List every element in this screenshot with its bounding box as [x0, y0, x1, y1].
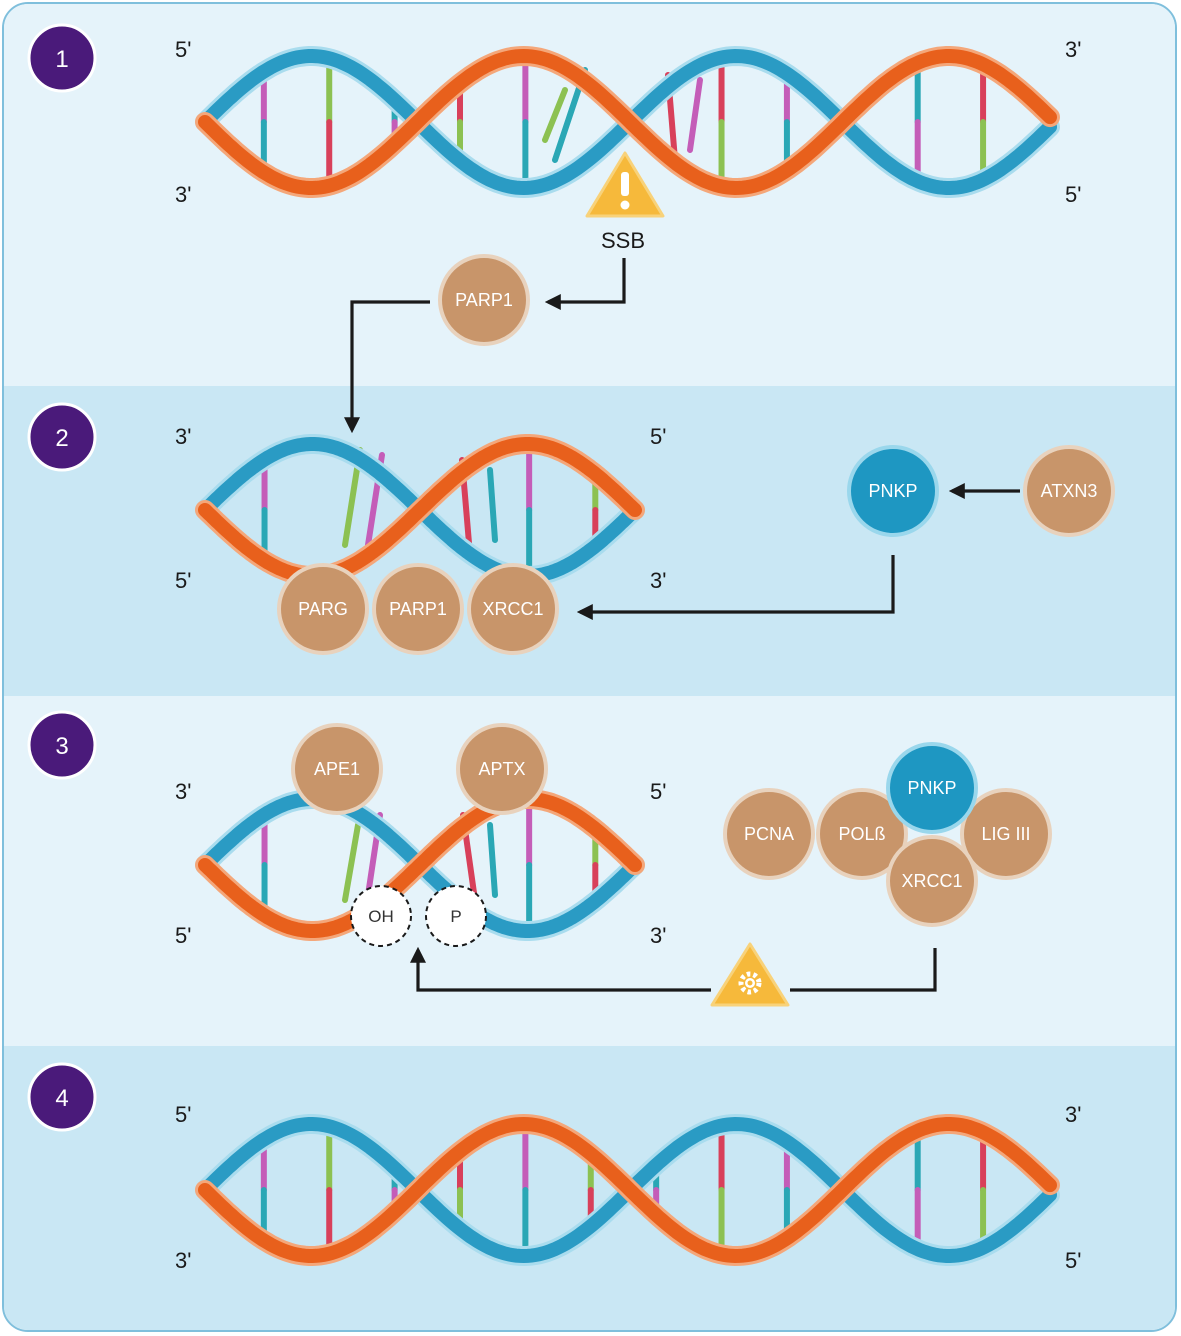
step-number-4: 4 — [55, 1085, 68, 1112]
broken-base — [542, 87, 568, 143]
panel4-dna-helix — [195, 1113, 1060, 1267]
pnkp-protein-label: PNKP — [868, 481, 917, 501]
parp1-complex-protein-label: PARP1 — [389, 599, 447, 619]
ape1-protein: APE1 — [291, 723, 383, 815]
dna-helices — [195, 45, 1060, 1267]
xrcc1-repair-protein-label: XRCC1 — [901, 871, 962, 891]
pathway-arrows — [344, 258, 1020, 992]
orange-strand — [198, 48, 1057, 196]
polb-protein-label: POLß — [838, 824, 885, 844]
panel3-end-top-right: 5' — [650, 779, 666, 804]
parg-protein-label: PARG — [298, 599, 348, 619]
aptx-protein-label: APTX — [478, 759, 525, 779]
repair-gear-warning-icon — [710, 942, 790, 1007]
panel1-end-top-left: 5' — [175, 37, 191, 62]
parg-protein: PARG — [277, 563, 369, 655]
xrcc1-repair-protein: XRCC1 — [886, 835, 978, 927]
step-number-2: 2 — [55, 425, 68, 452]
pcna-protein: PCNA — [723, 788, 815, 880]
panel2-end-top-left: 3' — [175, 424, 191, 449]
broken-base — [342, 822, 361, 903]
panel3-end-bottom-left: 5' — [175, 923, 191, 948]
orange-strand — [198, 792, 642, 938]
broken-base — [487, 822, 498, 898]
orange-strand — [198, 1116, 1057, 1264]
broken-base — [687, 77, 703, 153]
panel2-end-top-right: 5' — [650, 424, 666, 449]
step-badge-1: 1 — [27, 23, 97, 93]
pnkp-protein: PNKP — [847, 445, 939, 537]
parp1-to-panel2-arrow — [344, 300, 430, 434]
panel1-end-bottom-left: 3' — [175, 182, 191, 207]
step-number-1: 1 — [55, 46, 68, 73]
panel3-dna-helix — [195, 789, 645, 941]
panel3-end-bottom-right: 3' — [650, 923, 666, 948]
orange-strand — [198, 437, 642, 583]
panel2-end-bottom-right: 3' — [650, 568, 666, 593]
repair-to-ends-arrow — [410, 946, 711, 992]
pnkp-repair-protein: PNKP — [886, 742, 978, 834]
panel4-end-bottom-right: 5' — [1065, 1248, 1081, 1273]
atxn3-protein-label: ATXN3 — [1041, 481, 1098, 501]
oh-end-label: OH — [368, 907, 394, 926]
panel2-end-bottom-left: 5' — [175, 568, 191, 593]
complex-to-repair-line — [790, 948, 937, 992]
panel4-end-bottom-left: 3' — [175, 1248, 191, 1273]
polb-protein: POLß — [816, 788, 908, 880]
panel4-end-top-right: 3' — [1065, 1102, 1081, 1127]
xrcc1-complex-protein: XRCC1 — [467, 563, 559, 655]
parp1-protein-label: PARP1 — [455, 290, 513, 310]
step-badge-3: 3 — [27, 710, 97, 780]
panel1-end-bottom-right: 5' — [1065, 182, 1081, 207]
pcna-protein-label: PCNA — [744, 824, 794, 844]
pnkp-repair-protein-label: PNKP — [907, 778, 956, 798]
xrcc1-complex-protein-label: XRCC1 — [482, 599, 543, 619]
ape1-protein-label: APE1 — [314, 759, 360, 779]
panel2-dna-helix — [195, 434, 645, 586]
ssb-label: SSB — [601, 228, 645, 253]
atxn3-protein: ATXN3 — [1023, 445, 1115, 537]
oh-end-marker: OH — [350, 885, 412, 947]
panel3-end-top-left: 3' — [175, 779, 191, 804]
broken-base — [487, 467, 498, 543]
p-end-marker: P — [425, 885, 487, 947]
panel1-end-top-right: 3' — [1065, 37, 1081, 62]
lig3-protein-label: LIG III — [981, 824, 1030, 844]
step-number-3: 3 — [55, 733, 68, 760]
parp1-protein: PARP1 — [438, 254, 530, 346]
step-badge-2: 2 — [27, 402, 97, 472]
panel4-end-top-left: 5' — [175, 1102, 191, 1127]
lig3-protein: LIG III — [960, 788, 1052, 880]
parp1-complex-protein: PARP1 — [372, 563, 464, 655]
ssb-warning-icon — [585, 151, 665, 218]
pnkp-to-complex-arrow — [576, 555, 895, 620]
ssb-to-parp1-arrow — [544, 258, 626, 310]
step-badge-4: 4 — [27, 1062, 97, 1132]
p-end-label: P — [450, 907, 461, 926]
aptx-protein: APTX — [456, 723, 548, 815]
panel1-dna-helix — [195, 45, 1060, 199]
